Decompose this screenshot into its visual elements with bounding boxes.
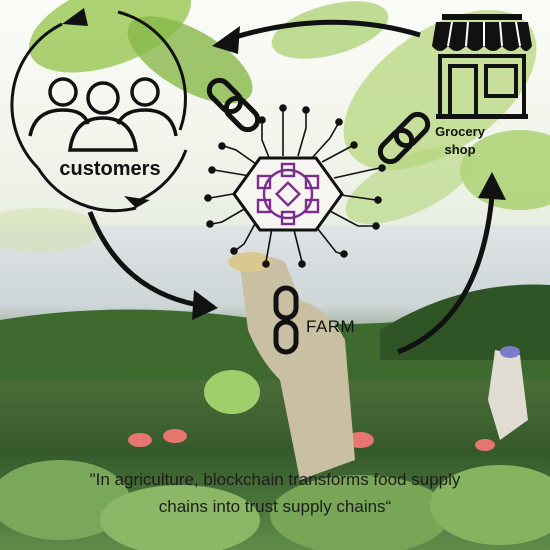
- chain-link-icon: [206, 77, 261, 133]
- arrow-farm-to-grocery: [397, 172, 506, 355]
- chain-link-icon: [377, 111, 431, 165]
- cycle-arrowheads: [62, 8, 150, 208]
- blockchain-circuit-icon: [204, 104, 386, 268]
- customers-cycle-arrows: [10, 10, 188, 213]
- quote-line1: "In agriculture, blockchain transforms f…: [89, 470, 461, 489]
- customers-label: customers: [59, 158, 161, 180]
- farm-label: FARM: [306, 317, 356, 336]
- grocery-label-line1: Grocery: [435, 124, 485, 139]
- customers-icon: [28, 77, 178, 152]
- quote-text: "In agriculture, blockchain transforms f…: [20, 466, 530, 520]
- store-icon: [432, 14, 532, 119]
- arrow-customers-to-farm: [87, 211, 218, 320]
- grocery-label-line2: shop: [444, 142, 476, 157]
- chain-link-icon: [273, 285, 299, 355]
- grocery-shop-label: Grocery shop: [418, 123, 502, 159]
- quote-line2: chains into trust supply chains“: [158, 497, 392, 516]
- arrow-grocery-to-customers: [212, 19, 421, 54]
